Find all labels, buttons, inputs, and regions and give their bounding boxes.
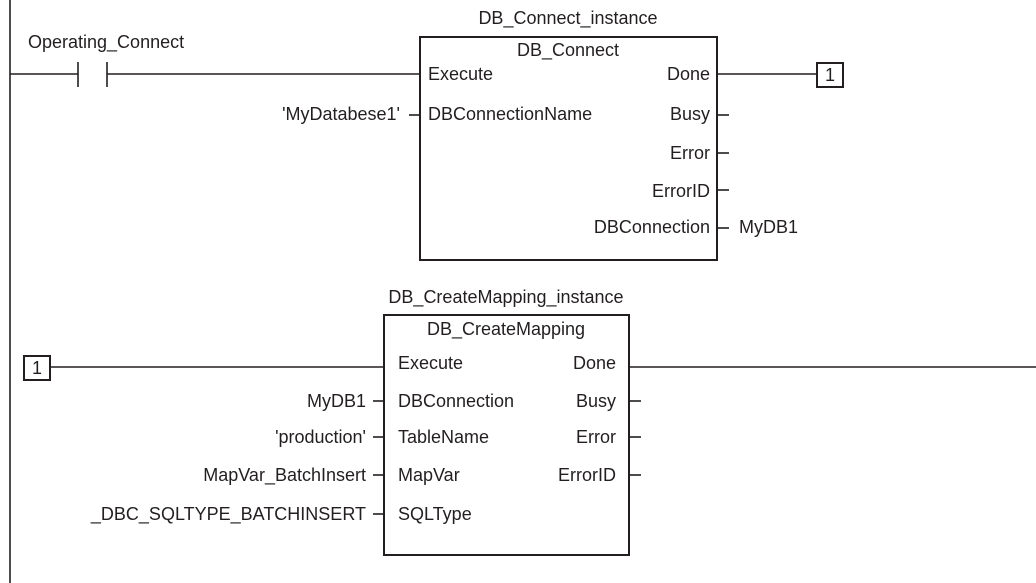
fb1-output-value-dbconnection: MyDB1 — [739, 217, 798, 237]
fb2-type-name: DB_CreateMapping — [427, 319, 585, 340]
fb1-output-done: Done — [667, 64, 710, 84]
fb2-input-mapvar: MapVar — [398, 465, 460, 485]
rung-2: 1 DB_CreateMapping_instance DB_CreateMap… — [23, 287, 1036, 556]
db-connect-block[interactable] — [419, 36, 718, 261]
fb2-input-sqltype: SQLType — [398, 504, 472, 524]
fb2-input-value-tablename: 'production' — [275, 427, 366, 447]
fb2-input-execute: Execute — [398, 353, 463, 373]
fb2-output-done: Done — [573, 353, 616, 373]
fb1-input-execute: Execute — [428, 64, 493, 84]
rung-1: Operating_Connect DB_Connect_instance DB… — [10, 8, 844, 261]
fb2-output-error: Error — [576, 427, 616, 447]
fb1-input-dbconnectionname: DBConnectionName — [428, 104, 592, 124]
no-contact[interactable] — [77, 62, 108, 87]
fb1-output-dbconnection: DBConnection — [594, 217, 710, 237]
fb2-input-tablename: TableName — [398, 427, 489, 447]
db-createmapping-block[interactable] — [383, 314, 630, 556]
fb2-input-dbconnection: DBConnection — [398, 391, 514, 411]
fb2-input-value-sqltype: _DBC_SQLTYPE_BATCHINSERT — [90, 504, 366, 525]
fb2-input-value-mapvar: MapVar_BatchInsert — [203, 465, 366, 486]
fb2-input-value-dbconnection: MyDB1 — [307, 391, 366, 411]
done-connector-label: 1 — [825, 65, 835, 85]
fb1-output-errorid: ErrorID — [652, 181, 710, 201]
start-connector-label: 1 — [32, 358, 42, 378]
fb2-instance-name: DB_CreateMapping_instance — [388, 287, 623, 308]
contact-label: Operating_Connect — [28, 32, 184, 53]
fb2-output-errorid: ErrorID — [558, 465, 616, 485]
done-connector-box[interactable] — [816, 62, 844, 88]
fb1-instance-name: DB_Connect_instance — [478, 8, 657, 29]
fb1-input-value-dbname: 'MyDatabese1' — [282, 104, 400, 124]
start-connector-box[interactable] — [23, 355, 51, 381]
fb1-output-error: Error — [670, 143, 710, 163]
fb1-output-busy: Busy — [670, 104, 710, 124]
fb2-output-busy: Busy — [576, 391, 616, 411]
fb1-type-name: DB_Connect — [517, 40, 619, 61]
